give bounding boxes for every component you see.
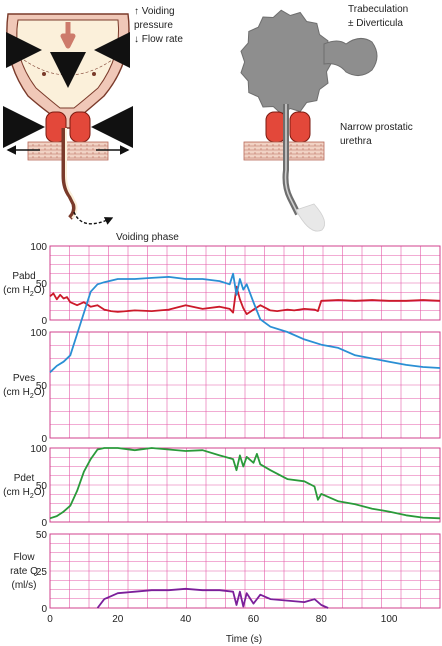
x-tick-label: 40 bbox=[180, 614, 192, 625]
right-caption-bottom-line-2: urethra bbox=[340, 136, 372, 147]
panel-label: rate Q bbox=[10, 566, 38, 577]
prostate-right-lobe bbox=[69, 111, 91, 143]
pelvic-floor bbox=[27, 141, 109, 161]
trabeculated-bladder bbox=[240, 9, 333, 115]
panel-label: (cm H2O) bbox=[3, 387, 45, 400]
y-tick-label: 50 bbox=[36, 279, 48, 290]
x-tick-label: 20 bbox=[112, 614, 124, 625]
y-tick-label: 50 bbox=[36, 530, 48, 541]
panel-frame bbox=[49, 447, 441, 523]
left-caption-line-2: pressure bbox=[134, 20, 173, 31]
time-axis: Time (s) 0 20 40 60 80 100 bbox=[47, 614, 398, 645]
bladder-illustration-right bbox=[240, 9, 378, 232]
urine-stream bbox=[73, 211, 114, 225]
right-caption-bottom-line-1: Narrow prostatic bbox=[340, 122, 413, 133]
ureteric-orifice-right bbox=[92, 72, 96, 76]
y-tick-label: 0 bbox=[41, 604, 47, 615]
x-tick-label: 80 bbox=[316, 614, 328, 625]
y-tick-label: 100 bbox=[30, 444, 47, 455]
x-tick-label: 60 bbox=[248, 614, 260, 625]
y-tick-label: 25 bbox=[36, 567, 48, 578]
weak-stream bbox=[295, 203, 326, 232]
left-caption: ↑ Voiding pressure ↓ Flow rate Voiding p… bbox=[116, 6, 183, 243]
right-caption: Trabeculation ± Diverticula Narrow prost… bbox=[340, 4, 413, 147]
bladder-illustration-left bbox=[3, 13, 133, 225]
panel-frame bbox=[49, 331, 441, 439]
left-caption-line-3: ↓ Flow rate bbox=[134, 34, 183, 45]
y-tick-label: 50 bbox=[36, 381, 48, 392]
series-line-pves bbox=[49, 272, 441, 373]
series-line-pdet bbox=[49, 447, 441, 520]
panel-frame bbox=[49, 245, 441, 321]
right-caption-top-line-1: Trabeculation bbox=[348, 4, 408, 15]
urethra-right-lumen bbox=[284, 104, 299, 215]
urethra-left bbox=[61, 128, 77, 220]
panel-label: (cm H2O) bbox=[3, 285, 45, 298]
y-tick-label: 100 bbox=[30, 328, 47, 339]
y-tick-label: 100 bbox=[30, 242, 47, 253]
panel-label: Pves bbox=[13, 373, 35, 384]
y-tick-label: 0 bbox=[41, 316, 47, 327]
y-tick-label: 0 bbox=[41, 434, 47, 445]
diverticulum bbox=[323, 38, 378, 76]
right-caption-top-line-2: ± Diverticula bbox=[348, 18, 403, 29]
panel-label: Flow bbox=[13, 552, 35, 563]
y-tick-label: 50 bbox=[36, 481, 48, 492]
panel-label: Pabd bbox=[12, 271, 35, 282]
phase-label: Voiding phase bbox=[116, 232, 179, 243]
panel-pdet: 100 50 0 Pdet (cm H2O) bbox=[3, 444, 441, 529]
y-tick-label: 0 bbox=[41, 518, 47, 529]
panel-flow: 50 25 0 Flow rate Q (ml/s) bbox=[10, 530, 441, 615]
x-axis-label: Time (s) bbox=[226, 634, 262, 645]
pressure-arrow-top bbox=[60, 22, 76, 49]
panel-label: Pdet bbox=[14, 473, 35, 484]
ureteric-orifice-left bbox=[42, 72, 46, 76]
left-caption-line-1: ↑ Voiding bbox=[134, 6, 175, 17]
x-tick-label: 0 bbox=[47, 614, 53, 625]
series-line-pabd bbox=[49, 285, 441, 315]
panel-label: (ml/s) bbox=[12, 580, 37, 591]
panel-pabd: 100 50 0 Pabd (cm H2O) bbox=[3, 242, 441, 327]
panel-frame bbox=[49, 533, 441, 609]
series-line-flow bbox=[96, 587, 329, 609]
prostate-right-lobe-right bbox=[289, 111, 311, 143]
panel-label: (cm H2O) bbox=[3, 487, 45, 500]
x-tick-label: 100 bbox=[381, 614, 398, 625]
